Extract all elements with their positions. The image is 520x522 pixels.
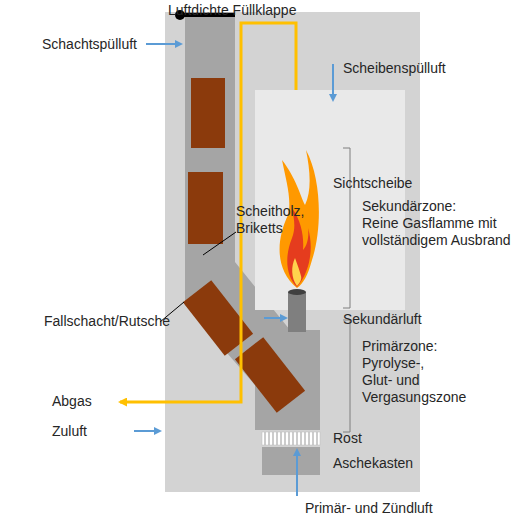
text-label: Zuluft <box>52 423 112 440</box>
text-label: Sekundärluft <box>343 311 453 328</box>
air-arrow <box>332 64 334 100</box>
fuel-shaft <box>185 12 320 430</box>
leader-line <box>203 232 236 255</box>
text-label: Sichtscheibe <box>333 175 433 192</box>
air-arrow <box>296 450 298 496</box>
text-label: Schachtspülluft <box>42 36 152 53</box>
ash-box <box>262 447 320 475</box>
text-label: Primärzone: <box>362 338 512 355</box>
text-label: Pyrolyse-, Glut- und Vergasungszone <box>362 355 452 406</box>
log <box>191 78 225 148</box>
air-arrow <box>134 430 160 432</box>
grate <box>262 432 320 445</box>
text-label: Reine Gasflamme mit vollständigem Ausbra… <box>362 215 512 249</box>
flame-core <box>287 208 310 287</box>
text-label: Rost <box>333 430 393 447</box>
text-label: Primär- und Zündluft <box>305 500 505 517</box>
nozzle <box>288 292 306 332</box>
log <box>235 337 305 413</box>
flame-core <box>292 258 301 286</box>
text-label: Luftdichte Füllklappe <box>168 2 368 19</box>
text-label: Sekundärzone: <box>362 198 512 215</box>
text-label: Scheitholz, Briketts <box>236 203 320 237</box>
zone-bracket <box>343 148 350 308</box>
stove-body <box>165 12 420 492</box>
text-label: Scheibenspülluft <box>343 60 483 77</box>
air-arrow <box>146 43 181 45</box>
text-label: Aschekasten <box>333 455 443 472</box>
log <box>183 280 253 356</box>
zone-bracket <box>343 320 350 432</box>
nozzle-top <box>288 289 306 295</box>
text-label: Fallschacht/Rutsche <box>44 313 174 330</box>
air-arrow <box>264 317 286 319</box>
log <box>188 172 223 244</box>
text-label: Abgas <box>52 393 112 410</box>
